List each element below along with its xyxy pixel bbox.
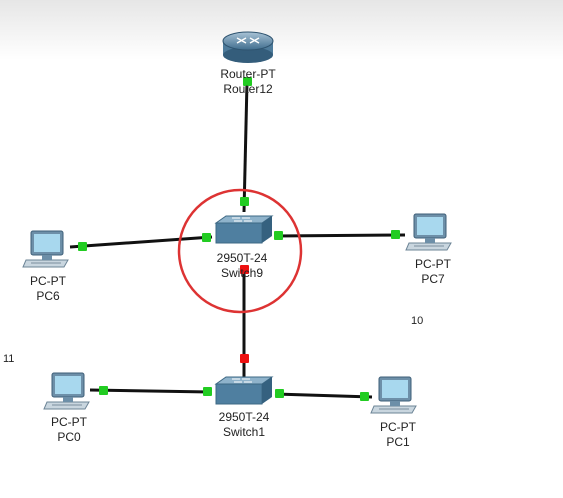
pc0-name: PC0: [57, 430, 81, 444]
router12-name: Router12: [223, 82, 273, 96]
pc7-device[interactable]: [405, 213, 455, 255]
pc7-name: PC7: [421, 272, 445, 286]
switch1-label: 2950T-24 Switch1: [204, 410, 284, 440]
pc1-name: PC1: [386, 435, 410, 449]
pc6-model: PC-PT: [30, 274, 66, 288]
router12-model: Router-PT: [220, 67, 276, 81]
port-switch1-right-up: [275, 389, 284, 398]
switch9-label: 2950T-24 Switch9: [202, 251, 282, 281]
link-router12-switch9: [242, 81, 249, 213]
pc1-label: PC-PT PC1: [358, 420, 438, 450]
port-router12-up: [243, 77, 252, 86]
pc-icon: [370, 376, 417, 414]
network-annotation-11: 11: [3, 353, 15, 365]
link-pc0-switch1: [89, 388, 211, 394]
pc0-device[interactable]: [43, 372, 93, 414]
switch1-model: 2950T-24: [218, 410, 270, 424]
switch-icon: [214, 215, 274, 244]
link-switch9-pc7: [274, 233, 406, 238]
pc-icon: [43, 372, 90, 410]
switch9-device[interactable]: [210, 215, 274, 247]
workspace-top-shade: [0, 0, 563, 60]
pc1-model: PC-PT: [380, 420, 416, 434]
router-icon: [222, 31, 274, 63]
port-switch9-right-up: [274, 231, 283, 240]
pc7-model: PC-PT: [415, 257, 451, 271]
port-switch1-top-down: [240, 354, 249, 363]
pc7-label: PC-PT PC7: [393, 257, 473, 287]
switch1-name: Switch1: [222, 425, 266, 439]
link-switch1-pc1: [274, 392, 373, 399]
switch-icon: [214, 376, 274, 405]
pc6-device[interactable]: [22, 230, 72, 272]
port-switch1-left-up: [203, 387, 212, 396]
port-pc7-up: [391, 230, 400, 239]
highlight-ring: [177, 188, 303, 314]
switch9-name: Switch9: [220, 266, 264, 280]
pc1-device[interactable]: [370, 376, 420, 418]
port-pc0-up: [99, 386, 108, 395]
pc6-name: PC6: [36, 289, 60, 303]
pc0-model: PC-PT: [51, 415, 87, 429]
router12-label: Router-PT Router12: [208, 67, 288, 97]
pc0-label: PC-PT PC0: [29, 415, 109, 445]
router12-device[interactable]: [220, 28, 276, 68]
link-pc6-switch9: [69, 235, 213, 249]
switch9-model: 2950T-24: [216, 251, 268, 265]
switch1-device[interactable]: [210, 376, 274, 408]
port-pc1-up: [360, 392, 369, 401]
port-switch9-top-up: [240, 197, 249, 206]
pc-icon: [405, 213, 452, 251]
port-pc6-up: [78, 242, 87, 251]
port-switch9-left-up: [202, 233, 211, 242]
pc6-label: PC-PT PC6: [8, 274, 88, 304]
port-switch9-bottom-down: [240, 265, 249, 274]
pc-icon: [22, 230, 69, 268]
network-annotation-10: 10: [411, 315, 424, 327]
